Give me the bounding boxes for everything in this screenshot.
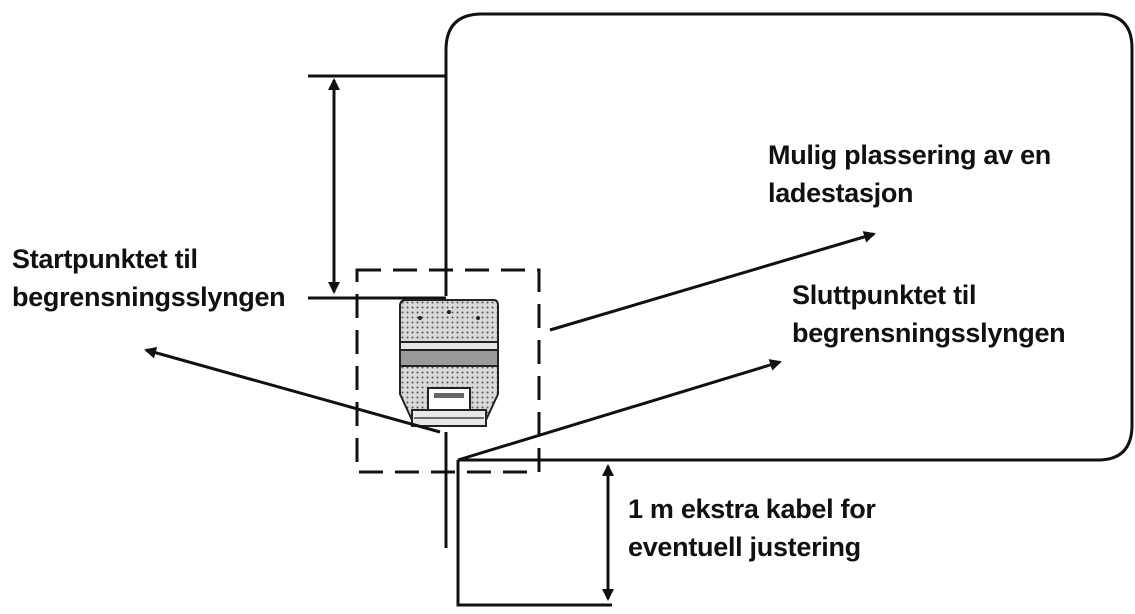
label-start-line2: begrensningsslyngen <box>12 282 286 312</box>
label-station-line1: Mulig plassering av en <box>768 140 1051 170</box>
label-station-location: Mulig plassering av en ladestasjon <box>768 136 1051 212</box>
charging-station <box>399 299 499 427</box>
label-end-point: Sluttpunktet til begrensningsslyngen <box>792 276 1066 352</box>
wire-end-lead <box>456 460 612 607</box>
label-station-line2: ladestasjon <box>768 178 914 208</box>
label-start-line1: Startpunktet til <box>12 244 198 274</box>
lawn-boundary <box>444 12 1134 462</box>
station-area-box <box>355 268 541 474</box>
label-extra-cable: 1 m ekstra kabel for eventuell justering <box>628 490 876 566</box>
label-end-line2: begrensningsslyngen <box>792 318 1066 348</box>
station-pointer-arrow <box>549 231 876 332</box>
label-extra-line2: eventuell justering <box>628 532 861 562</box>
label-start-point: Startpunktet til begrensningsslyngen <box>12 240 286 316</box>
end-pointer-arrow <box>457 359 782 462</box>
label-extra-line1: 1 m ekstra kabel for <box>628 494 876 524</box>
label-end-line1: Sluttpunktet til <box>792 280 977 310</box>
start-pointer-arrow <box>144 346 441 434</box>
